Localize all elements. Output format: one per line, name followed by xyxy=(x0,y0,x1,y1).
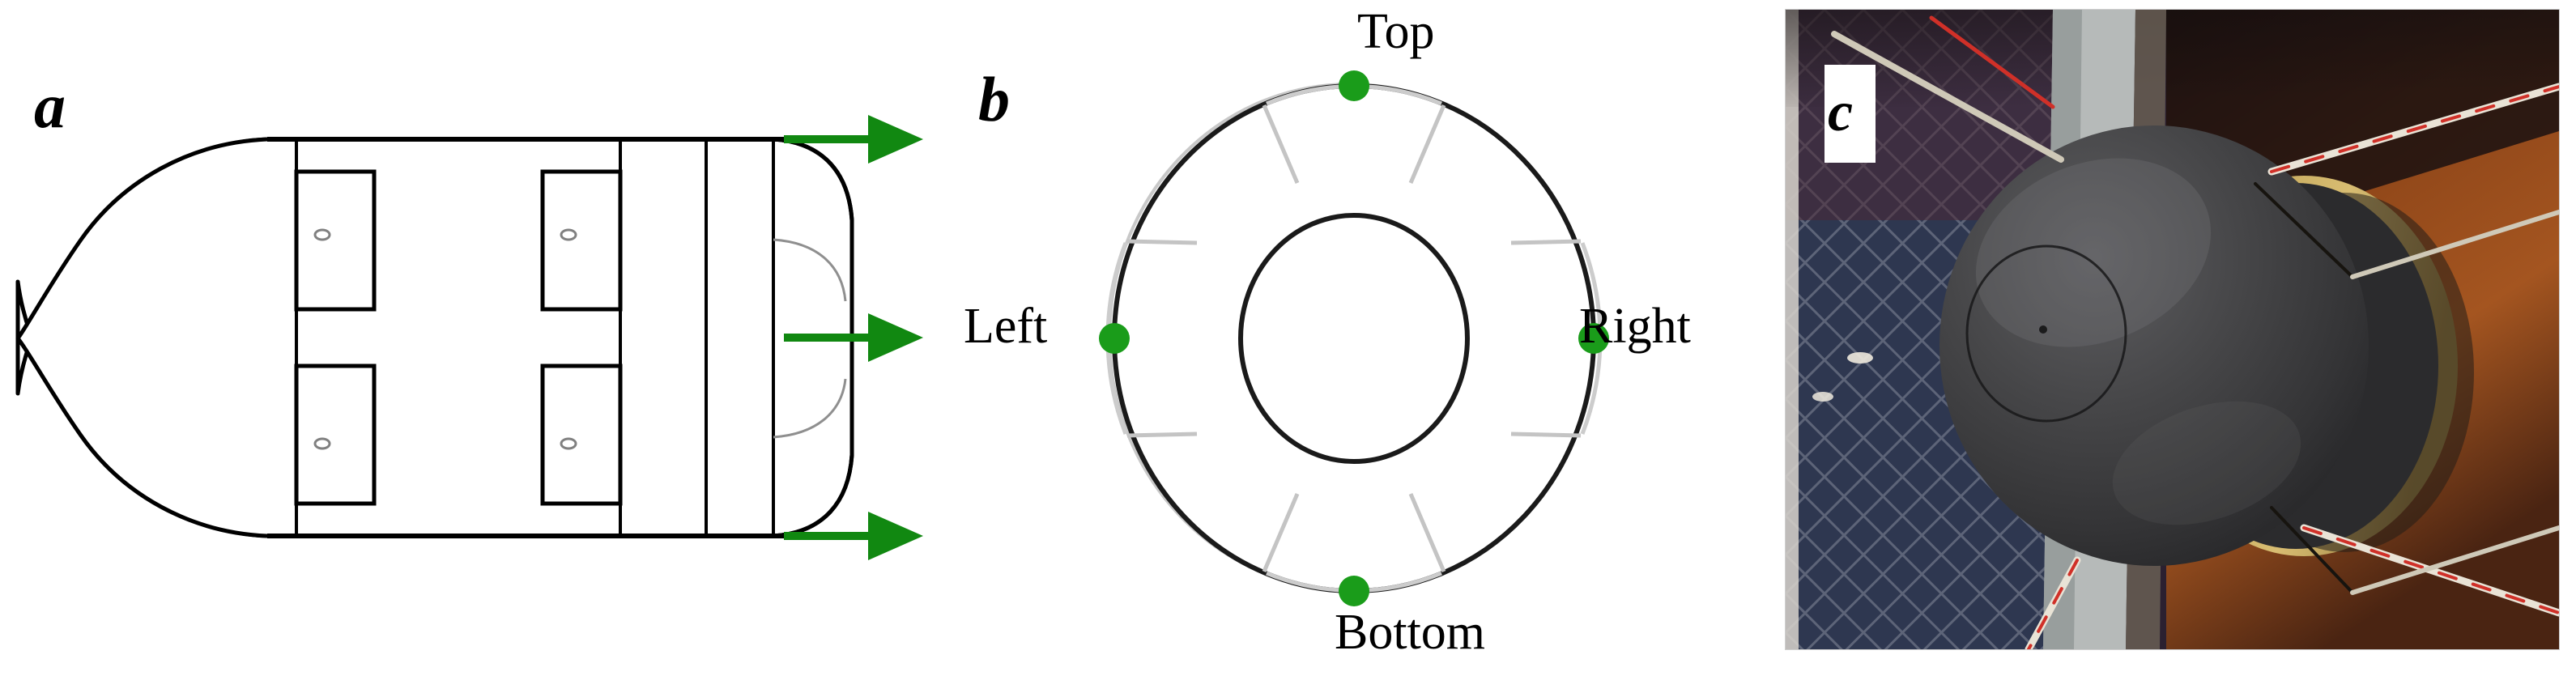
arrow-top xyxy=(784,115,923,164)
inner-ring xyxy=(1238,213,1470,464)
tether-wires xyxy=(1831,15,2559,649)
nose-scribe-circle xyxy=(1965,244,2127,423)
rigging-line-lower xyxy=(2270,506,2354,594)
panel-b: b xyxy=(931,0,1773,676)
aft-interior-arc-upper xyxy=(773,238,847,302)
panel-c: c xyxy=(1773,0,2576,676)
arrow-middle-head xyxy=(868,313,923,362)
arrow-bottom xyxy=(784,512,923,560)
photo-left-edge-strip xyxy=(1786,10,1799,649)
spoke-7 xyxy=(1408,493,1446,572)
tether-lower-right-red xyxy=(2302,526,2559,614)
spoke-3 xyxy=(1262,104,1300,184)
tether-upper-left-red xyxy=(1929,15,2055,109)
tab-rear-upper xyxy=(540,169,623,312)
tab-front-upper xyxy=(294,169,377,312)
marker-top xyxy=(1339,70,1369,101)
aft-interior-arc-lower xyxy=(773,378,847,439)
tether-upper-left-white xyxy=(1831,31,2064,163)
spoke-5 xyxy=(1126,432,1198,438)
rigging-line-upper xyxy=(2254,182,2354,278)
photo-scene xyxy=(1786,10,2559,649)
nose-center-tap xyxy=(2039,325,2047,334)
ring-label-bottom: Bottom xyxy=(1335,605,1486,660)
tether-lower-left-red xyxy=(2027,559,2079,649)
tab-front-lower xyxy=(294,364,377,506)
panel-b-drawing xyxy=(1099,70,1609,606)
rigging-line-right-lower xyxy=(2350,525,2559,595)
tab-rear-upper-hole xyxy=(560,228,577,241)
spoke-8 xyxy=(1510,432,1582,438)
arrow-bottom-head xyxy=(868,512,923,560)
panel-a-letter: a xyxy=(34,70,66,141)
spoke-6 xyxy=(1262,493,1300,572)
panel-c-letter-backdrop xyxy=(1824,65,1876,163)
spoke-4 xyxy=(1126,239,1198,245)
capsule-model xyxy=(1939,125,2369,566)
photo-top-vignette xyxy=(1786,10,2559,107)
panel-b-letter: b xyxy=(978,64,1010,134)
marker-bottom xyxy=(1339,576,1369,606)
panel-c-letter: c xyxy=(1828,81,1854,143)
marker-right xyxy=(1578,323,1609,354)
spoke-1 xyxy=(1510,239,1582,245)
ring-label-left: Left xyxy=(964,299,1048,354)
capsule-highlight xyxy=(1975,158,2212,347)
mesh-specular-1 xyxy=(1847,352,1873,364)
tether-upper-right-red xyxy=(2270,85,2559,173)
marker-left xyxy=(1099,323,1130,354)
ring-label-right: Right xyxy=(1579,299,1691,354)
tab-rear-lower-hole xyxy=(560,437,577,450)
arrow-middle xyxy=(784,313,923,362)
rigging-line-right-upper xyxy=(2350,210,2559,279)
radial-spokes xyxy=(1126,104,1582,572)
tab-front-lower-hole xyxy=(313,437,331,450)
ring-label-top: Top xyxy=(1357,4,1435,59)
spoke-2 xyxy=(1408,104,1446,184)
panel-a-drawing xyxy=(15,115,923,560)
tab-rear-lower xyxy=(540,364,623,506)
mesh-specular-2 xyxy=(1812,392,1833,402)
tab-front-upper-hole xyxy=(313,228,331,241)
installation-photograph: c xyxy=(1786,10,2559,649)
capsule-lower-highlight xyxy=(2112,401,2301,525)
panel-a: a xyxy=(0,0,931,676)
nose-profile xyxy=(15,137,270,538)
arrow-top-head xyxy=(868,115,923,164)
